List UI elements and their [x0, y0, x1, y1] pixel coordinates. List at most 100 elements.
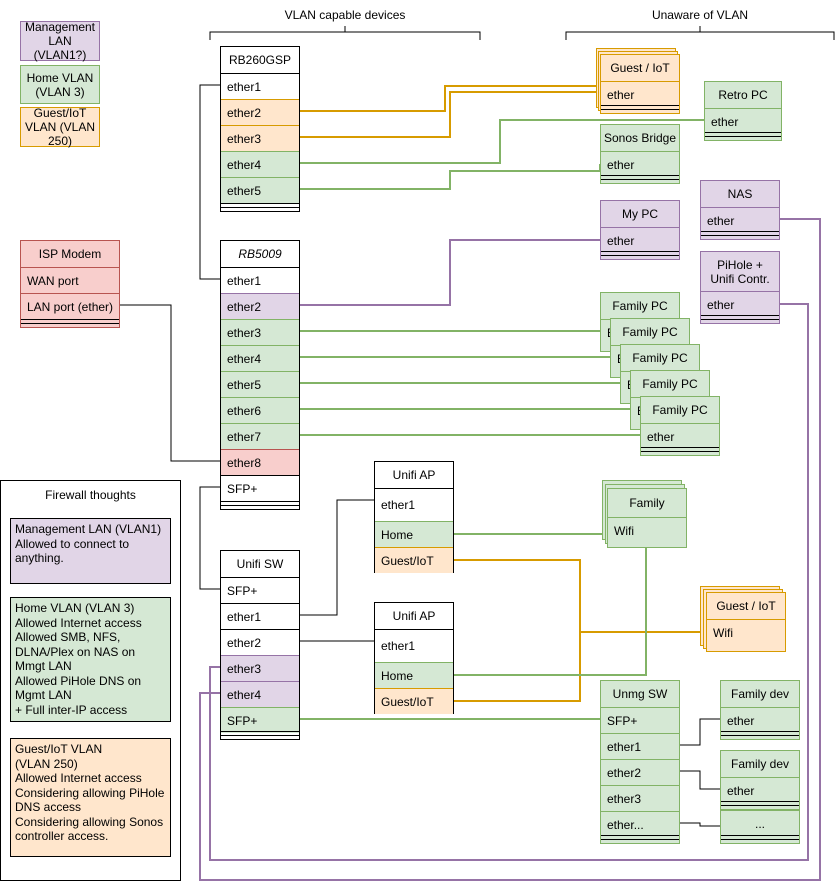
unifi-ap-1: Unifi AP ether1 Home Guest/IoT	[374, 461, 454, 573]
rb5009-ether6: ether6	[221, 397, 299, 423]
header-unaware: Unaware of VLAN	[651, 8, 749, 22]
retro-pc-title: Retro PC	[718, 88, 768, 102]
box-stub	[601, 835, 679, 843]
box-stub	[601, 175, 679, 183]
family-dev-title: Family dev	[730, 687, 789, 701]
link-sw-ether1-ap1	[300, 499, 374, 616]
link-unmg-ether2-family-dev	[680, 770, 720, 790]
link-isp-rb5009-ether8	[120, 304, 220, 462]
retro-pc: Retro PC ether	[704, 81, 782, 141]
link-rb260-ether1-rb5009-ether1	[199, 84, 220, 280]
rb260-ether2: ether2	[221, 99, 299, 125]
link-rb260-ether4-retro	[300, 119, 704, 164]
brace-unaware	[565, 26, 835, 40]
unifi-sw-ether4: ether4	[221, 681, 299, 707]
isp-modem-title: ISP Modem	[38, 247, 102, 261]
family-pc-5: Family PC ether	[640, 396, 720, 456]
unifi-switch: Unifi SW SFP+ ether1 ether2 ether3 ether…	[220, 550, 300, 740]
rb260-ether3: ether3	[221, 125, 299, 151]
unifi-ap-1-ether1: ether1	[375, 488, 453, 521]
pihole-controller: PiHole + Unifi Contr. ether	[700, 251, 780, 324]
link-sw-ether4-nas	[199, 218, 821, 881]
unifi-sw-sfp-2: SFP+	[221, 707, 299, 733]
nas-ether: ether	[701, 207, 779, 233]
box-stub	[21, 319, 119, 327]
rb5009-ether3: ether3	[221, 319, 299, 345]
link-rb5009-ether2-mypc	[300, 239, 600, 306]
rb5009-ether7: ether7	[221, 423, 299, 449]
isp-modem: ISP Modem WAN port LAN port (ether)	[20, 240, 120, 328]
rb5009-sfp: SFP+	[221, 475, 299, 501]
family-wifi-title: Family	[629, 496, 665, 510]
link-ap1-guest-wifi	[454, 559, 706, 633]
guest-wifi-title: Guest / IoT	[716, 599, 776, 613]
family-dev-title: Family dev	[730, 757, 789, 771]
unifi-ap-2-ether1: ether1	[375, 629, 453, 662]
family-dev-2: Family dev ether	[720, 750, 800, 810]
unifi-ap-2: Unifi AP ether1 Home Guest/IoT	[374, 602, 454, 714]
box-stub	[641, 447, 719, 455]
link-unmg-ether1-family-dev	[680, 718, 720, 746]
pihole-title: PiHole + Unifi Contr.	[710, 257, 770, 286]
link-rb5009-sfp-unifi-sw-sfp	[199, 486, 220, 590]
guest-wifi-port: Wifi	[707, 619, 785, 645]
unifi-ap-1-title: Unifi AP	[392, 468, 436, 482]
unmanaged-switch: Unmg SW SFP+ ether1 ether2 ether3 ether.…	[600, 680, 680, 844]
box-stub	[221, 731, 299, 739]
link-unmg-ether-dots	[680, 822, 720, 827]
my-pc: My PC ether	[600, 200, 680, 260]
rb260gsp-title: RB260GSP	[228, 53, 292, 67]
unifi-ap-2-home: Home	[375, 662, 453, 688]
guest-wifi: Guest / IoT Wifi	[706, 592, 786, 652]
family-pc-title: Family PC	[652, 403, 708, 417]
unmg-sw-ether3: ether3	[601, 785, 679, 811]
box-stub	[601, 251, 679, 259]
link-sw-ether3-pihole	[209, 303, 809, 861]
link-rb260-ether3-guest	[300, 91, 600, 138]
box-stub	[221, 203, 299, 211]
family-pc-ether: ether	[641, 423, 719, 449]
guest-iot-device: Guest / IoT ether	[600, 54, 680, 114]
rb5009-ether5: ether5	[221, 371, 299, 397]
my-pc-ether: ether	[601, 227, 679, 253]
box-stub	[701, 315, 779, 323]
family-dev-1: Family dev ether	[720, 680, 800, 740]
nas-title: NAS	[727, 187, 753, 201]
family-dev-ether: ether	[721, 707, 799, 733]
unifi-ap-1-guest: Guest/IoT	[375, 547, 453, 573]
retro-pc-ether: ether	[705, 108, 781, 134]
guest-iot-title: Guest / IoT	[610, 61, 670, 75]
box-stub	[721, 801, 799, 809]
unifi-ap-1-home: Home	[375, 521, 453, 547]
unmg-sw-ether1: ether1	[601, 733, 679, 759]
box-stub	[601, 105, 679, 113]
family-wifi-port: Wifi	[608, 517, 686, 543]
sonos-bridge: Sonos Bridge ether	[600, 124, 680, 184]
box-stub	[221, 501, 299, 509]
link-ap2-guest-wifi	[454, 631, 706, 702]
box-stub	[701, 231, 779, 239]
link-rb260-ether5-sonos	[300, 164, 601, 190]
rb5009-ether8: ether8	[221, 449, 299, 475]
header-vlan-capable: VLAN capable devices	[284, 8, 406, 22]
pihole-ether: ether	[701, 291, 779, 317]
sonos-ether: ether	[601, 151, 679, 177]
nas: NAS ether	[700, 180, 780, 240]
rb5009-ether4: ether4	[221, 345, 299, 371]
family-dev-ether: ether	[721, 777, 799, 803]
family-wifi: Family Wifi	[607, 488, 687, 548]
unmg-sw-ether-more: ether...	[601, 811, 679, 837]
legend-guest: Guest/IoT VLAN (VLAN 250)	[20, 106, 100, 148]
rb260-ether5: ether5	[221, 177, 299, 203]
family-pc-title: Family PC	[632, 351, 688, 365]
sonos-title: Sonos Bridge	[603, 131, 677, 145]
box-stub	[721, 731, 799, 739]
isp-lan-port: LAN port (ether)	[21, 293, 119, 319]
isp-wan-port: WAN port	[21, 267, 119, 293]
unifi-ap-2-guest: Guest/IoT	[375, 688, 453, 714]
unmg-sw-ether2: ether2	[601, 759, 679, 785]
unifi-ap-2-title: Unifi AP	[392, 609, 436, 623]
rb5009-ether1: ether1	[221, 267, 299, 293]
unmanaged-switch-title: Unmg SW	[612, 687, 668, 701]
firewall-home-note: Home VLAN (VLAN 3) Allowed Internet acce…	[10, 597, 171, 722]
